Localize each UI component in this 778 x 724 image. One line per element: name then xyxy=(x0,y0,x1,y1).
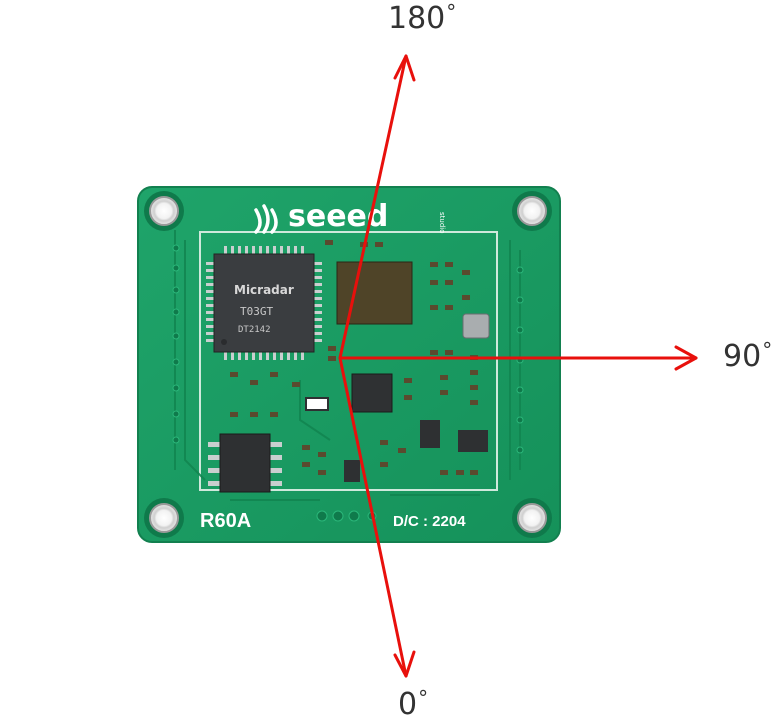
date-code-label: D/C : 2204 xyxy=(393,513,466,530)
silkscreen-frame xyxy=(199,231,498,491)
brand-subtext: studio xyxy=(438,212,446,234)
angle-value-180: 180 xyxy=(388,1,446,36)
arrow-180-line xyxy=(338,54,408,360)
model-label: R60A xyxy=(200,510,251,532)
sop8-chip xyxy=(208,433,282,493)
angle-label-0: 0° xyxy=(398,687,428,722)
crystal xyxy=(462,313,490,339)
mcu-chip: Micradar T03GT DT2142 xyxy=(206,246,322,360)
mounting-holes xyxy=(144,191,552,538)
degree-symbol: ° xyxy=(446,0,457,24)
angle-value-0: 0 xyxy=(398,687,418,722)
arrow-0-line xyxy=(338,356,408,678)
arrow-0-head xyxy=(393,650,416,678)
degree-symbol: ° xyxy=(418,686,429,710)
chip-brand-text: Micradar xyxy=(234,283,294,297)
arrow-180-head xyxy=(393,54,416,82)
chip-date-text: DT2142 xyxy=(238,325,271,335)
small-components xyxy=(230,240,488,482)
qfn-chip xyxy=(351,373,393,413)
angle-label-90: 90° xyxy=(723,339,772,374)
chip-model-text: T03GT xyxy=(240,305,273,318)
angle-label-180: 180° xyxy=(388,1,456,36)
angle-value-90: 90 xyxy=(723,339,762,374)
degree-symbol: ° xyxy=(762,338,773,362)
arrow-90-head xyxy=(674,345,698,371)
direction-arrows xyxy=(338,54,698,678)
